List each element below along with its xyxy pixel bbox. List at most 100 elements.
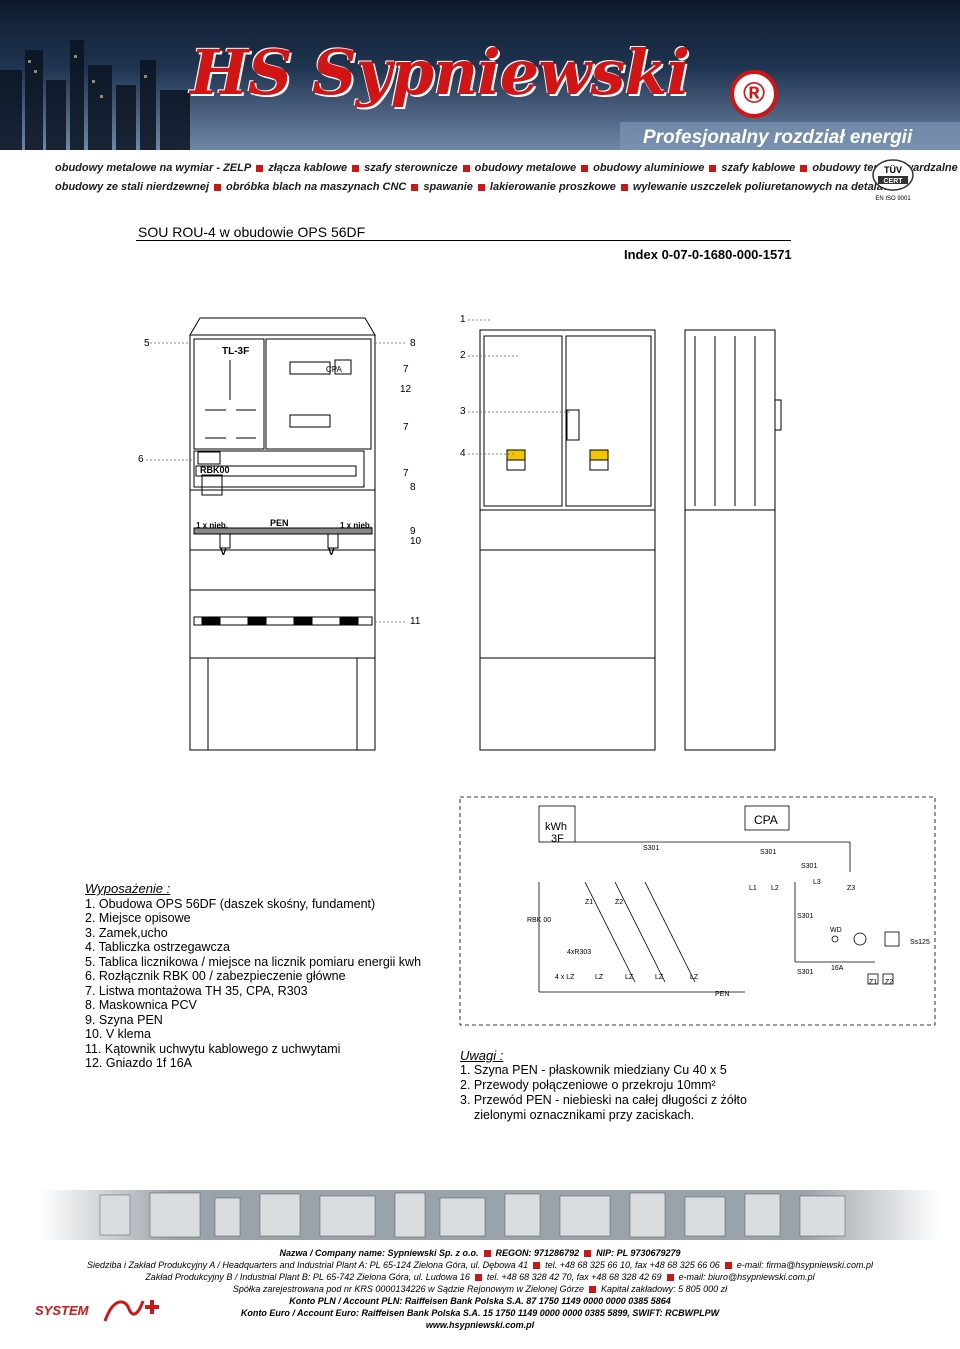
svg-text:LZ: LZ xyxy=(625,974,634,981)
right-door xyxy=(565,335,652,507)
product-photo-strip xyxy=(40,1190,940,1240)
equipment-item: 7. Listwa montażowa TH 35, CPA, R303 xyxy=(85,983,308,998)
footer-company: Nazwa / Company name: Sypniewski Sp. z o… xyxy=(279,1248,479,1258)
equipment-item: 2. Miejsce opisowe xyxy=(85,911,191,925)
svg-text:Z1: Z1 xyxy=(869,979,877,986)
label-rbk: RBK00 xyxy=(200,465,230,475)
callout-8a: 8 xyxy=(410,338,416,349)
svg-text:SYSTEM: SYSTEM xyxy=(35,1303,90,1318)
equipment-item: 8. Maskownica PCV xyxy=(85,998,197,1012)
footer: Nazwa / Company name: Sypniewski Sp. z o… xyxy=(0,1247,960,1331)
side-view xyxy=(684,329,776,511)
footer-nip: NIP: PL 9730679279 xyxy=(596,1248,681,1258)
cable-section xyxy=(189,549,376,591)
footer-regon: REGON: 971286792 xyxy=(495,1248,580,1258)
module-strip-1 xyxy=(289,361,331,375)
svg-text:S301: S301 xyxy=(801,863,817,870)
svg-text:LZ: LZ xyxy=(655,974,664,981)
footer-plant-a-contact: tel. +48 68 325 66 10, fax +48 68 325 66… xyxy=(545,1260,720,1270)
tuv-cert-badge: TÜV CERT EN ISO 9001 xyxy=(872,159,914,202)
system-logo: SYSTEM xyxy=(35,1300,159,1322)
kwh-3f-label: 3F xyxy=(551,833,564,845)
svg-text:S301: S301 xyxy=(797,913,813,920)
footer-account-euro: Konto Euro / Account Euro: Raiffeisen Ba… xyxy=(240,1308,720,1318)
callout-12: 12 xyxy=(400,384,412,395)
callout-10: 10 xyxy=(410,536,422,547)
footer-krs: Spółka zarejestrowana pod nr KRS 0000134… xyxy=(232,1284,585,1294)
svg-text:L3: L3 xyxy=(813,879,821,886)
label-v-left: V xyxy=(220,547,227,558)
callout-7a: 7 xyxy=(403,364,409,375)
cabinet-drawing: TL-3F CPA RBK00 PEN 1 x nieb. 1 x nieb. … xyxy=(138,314,782,751)
label-pen: PEN xyxy=(270,518,289,528)
svg-text:4xR303: 4xR303 xyxy=(567,949,591,956)
callout-2: 2 xyxy=(460,350,466,361)
schematic-border xyxy=(459,796,936,1026)
module-strip-2 xyxy=(289,414,331,428)
document-index: Index 0-07-0-1680-000-1571 xyxy=(624,247,792,262)
equipment-item: 12. Gniazdo 1f 16A xyxy=(85,1056,193,1070)
callout-3: 3 xyxy=(460,406,466,417)
svg-text:Z2: Z2 xyxy=(885,979,893,986)
callout-9: 9 xyxy=(410,526,416,537)
module-panel xyxy=(265,338,372,450)
label-cpa: CPA xyxy=(326,365,343,374)
cert-iso: EN ISO 9001 xyxy=(875,196,911,202)
svg-text:S301: S301 xyxy=(760,849,776,856)
callout-7b: 7 xyxy=(403,422,409,433)
equipment-item: 5. Tablica licznikowa / miejsce na liczn… xyxy=(85,954,422,969)
module-strip-3 xyxy=(195,465,357,477)
kwh-meter-box xyxy=(538,805,576,843)
wiring-schematic: kWh 3F CPA S301 S301 S301 S301 S301 L1 L… xyxy=(459,796,936,1026)
note-item: 1. Szyna PEN - płaskownik miedziany Cu 4… xyxy=(460,1063,727,1077)
title-rule xyxy=(136,240,791,241)
company-logo: HS Sypniewski xyxy=(190,36,690,109)
label-tl3f: TL-3F xyxy=(222,346,249,357)
svg-text:RBK 00: RBK 00 xyxy=(527,917,551,924)
foundation xyxy=(189,657,376,751)
svg-text:Z3: Z3 xyxy=(847,885,855,892)
footer-plant-b-contact: tel. +48 68 328 42 70, fax +48 68 328 42… xyxy=(486,1272,662,1282)
label-nieb-left: 1 x nieb. xyxy=(196,521,228,530)
rbk-box xyxy=(197,451,221,465)
cabinet-roof xyxy=(189,317,376,336)
svg-text:Z1: Z1 xyxy=(585,899,593,906)
note-item: zielonymi oznacznikami przy zaciskach. xyxy=(474,1108,695,1122)
document-title: SOU ROU-4 w obudowie OPS 56DF xyxy=(138,224,366,240)
svg-text:L2: L2 xyxy=(771,885,779,892)
footer-plant-a: Siedziba i Zakład Produkcyjny A / Headqu… xyxy=(87,1260,529,1270)
rbk-panel xyxy=(193,450,365,488)
footer-plant-b: Zakład Produkcyjny B / Industrial Plant … xyxy=(145,1272,470,1282)
svg-text:L1: L1 xyxy=(749,885,757,892)
footer-website[interactable]: www.hsypniewski.com.pl xyxy=(425,1320,535,1330)
callout-11: 11 xyxy=(410,616,421,627)
kwh-label: kWh xyxy=(545,821,567,833)
equipment-item: 10. V klema xyxy=(85,1027,152,1041)
equipment-item: 6. Rozłącznik RBK 00 / zabezpieczenie gł… xyxy=(85,969,346,983)
cert-top: TÜV xyxy=(884,165,902,175)
cpa-box xyxy=(744,805,790,831)
equipment-list: Wyposażenie : 1. Obudowa OPS 56DF (dasze… xyxy=(85,881,422,1071)
callout-1: 1 xyxy=(460,314,466,325)
label-v-right: V xyxy=(328,547,335,558)
equipment-item: 11. Kątownik uchwytu kablowego z uchwyta… xyxy=(85,1041,341,1056)
svg-text:Ss125: Ss125 xyxy=(910,939,930,946)
equipment-item: 1. Obudowa OPS 56DF (daszek skośny, fund… xyxy=(85,896,376,911)
footer-plant-a-mail: e-mail: firma@hsypniewski.com.pl xyxy=(736,1260,873,1270)
registered-mark: ® xyxy=(730,70,778,118)
cert-mid: CERT xyxy=(883,178,903,185)
equipment-item: 3. Zamek,ucho xyxy=(85,925,168,940)
cpa-label: CPA xyxy=(754,813,778,827)
label-nieb-right: 1 x nieb. xyxy=(340,521,372,530)
note-item: 3. Przewód PEN - niebieski na całej dług… xyxy=(460,1093,747,1107)
equipment-item: 9. Szyna PEN xyxy=(85,1012,163,1027)
svg-text:PEN: PEN xyxy=(715,991,729,998)
callout-5: 5 xyxy=(144,338,150,349)
lock xyxy=(566,409,580,441)
svg-text:16A: 16A xyxy=(831,965,844,972)
note-item: 2. Przewody połączeniowe o przekroju 10m… xyxy=(460,1078,716,1092)
notes-list: Uwagi : 1. Szyna PEN - płaskownik miedzi… xyxy=(460,1048,747,1123)
